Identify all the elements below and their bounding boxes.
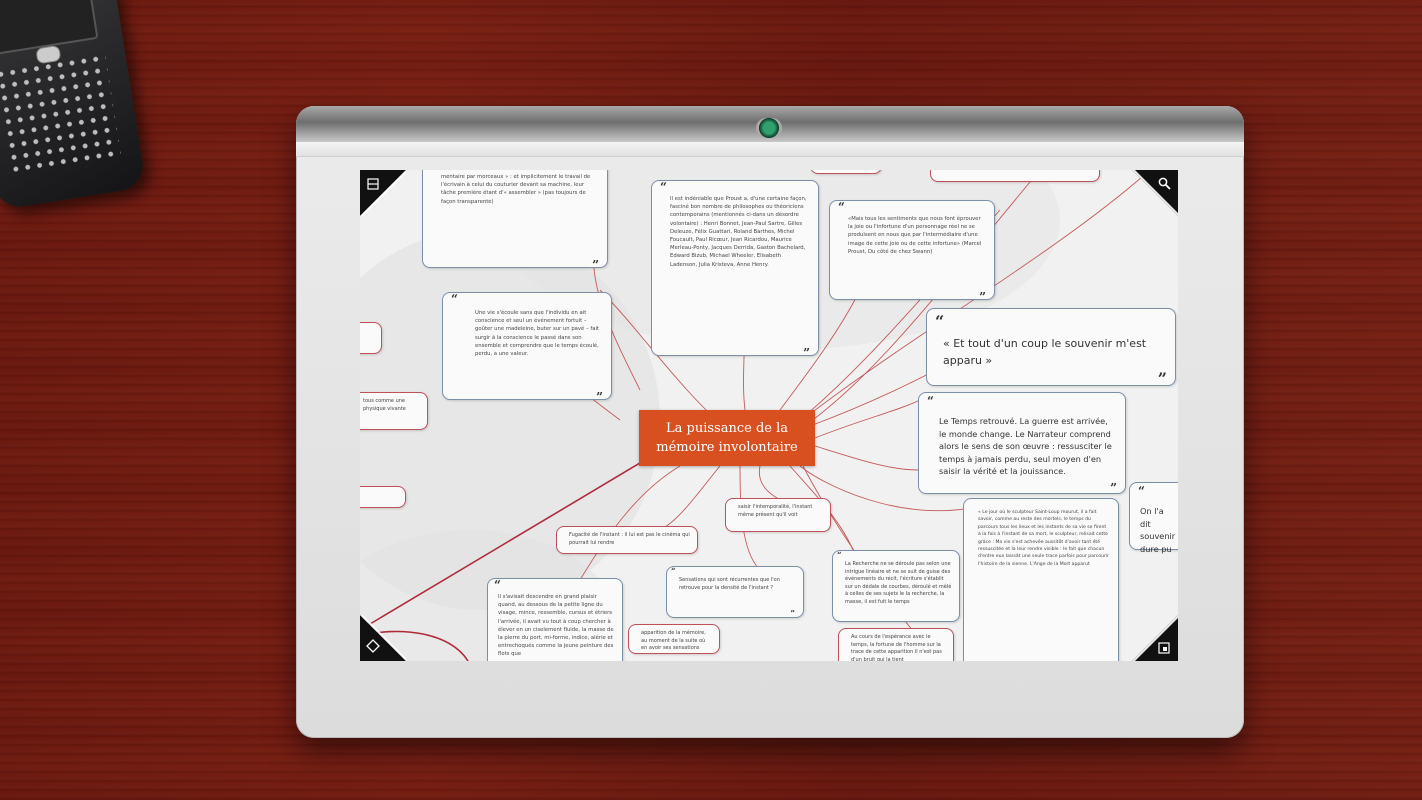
note-card-left-1[interactable]: tous comme une physique vivante bbox=[360, 392, 428, 430]
note-text: Sensations qui sont récurrentes que l'on… bbox=[679, 577, 780, 591]
panel-icon bbox=[367, 178, 379, 190]
note-card-sensations[interactable]: “ Sensations qui sont récurrentes que l'… bbox=[666, 566, 804, 618]
open-quote-icon: “ bbox=[1138, 484, 1145, 498]
note-card-typewriter[interactable]: mentaire par morceaux » : et impliciteme… bbox=[422, 170, 608, 272]
note-text: tous comme une physique vivante bbox=[363, 398, 406, 412]
central-topic-line2: mémoire involontaire bbox=[656, 440, 798, 455]
note-text: La Recherche ne se déroule pas selon une… bbox=[845, 561, 952, 605]
open-quote-icon: “ bbox=[451, 292, 458, 306]
close-quote-icon: ” bbox=[1157, 369, 1167, 388]
open-quote-icon: “ bbox=[927, 394, 934, 408]
note-card-left-2[interactable] bbox=[360, 322, 382, 354]
close-quote-icon: ” bbox=[592, 257, 599, 272]
note-card-top-right[interactable] bbox=[930, 170, 1100, 182]
note-text: «Mais tous les sentiments que nous font … bbox=[848, 216, 982, 255]
note-card-atemporalite[interactable]: saisir l'intemporalité, l'instant même p… bbox=[725, 498, 831, 532]
open-quote-icon: “ bbox=[935, 312, 945, 331]
note-text: Le Temps retrouvé. La guerre est arrivée… bbox=[939, 416, 1112, 477]
note-card-souvenir[interactable]: “ « Et tout d'un coup le souvenir m'est … bbox=[926, 308, 1176, 388]
note-text: Une vie s'écoule sans que l'individu en … bbox=[475, 310, 599, 358]
corner-panel-button[interactable] bbox=[360, 170, 406, 216]
open-quote-icon: “ bbox=[838, 200, 845, 214]
close-quote-icon: ” bbox=[790, 607, 795, 618]
central-topic-line1: La puissance de la bbox=[666, 421, 788, 436]
note-text: Fugacité de l'instant : il lui est pas l… bbox=[569, 532, 690, 546]
note-text: Il s'avisait descendre en grand plaisir … bbox=[498, 594, 614, 658]
note-text: saisir l'intemporalité, l'instant même p… bbox=[738, 504, 813, 518]
note-card-left-3[interactable] bbox=[360, 486, 406, 508]
open-quote-icon: “ bbox=[671, 566, 676, 576]
note-text: apparition de la mémoire, au moment de l… bbox=[641, 630, 706, 651]
tablet-bezel-top bbox=[296, 142, 1244, 157]
corner-page-button[interactable] bbox=[1132, 615, 1178, 661]
close-quote-icon: ” bbox=[1110, 481, 1117, 496]
note-text: « Et tout d'un coup le souvenir m'est ap… bbox=[943, 337, 1147, 367]
note-text: mentaire par morceaux » : et impliciteme… bbox=[441, 174, 591, 205]
open-quote-icon: “ bbox=[837, 550, 842, 560]
note-text: « Le jour où le sculpteur Saint-Loup mou… bbox=[978, 510, 1110, 567]
tablet-hinge bbox=[296, 106, 1244, 142]
phone-keyboard bbox=[0, 51, 122, 178]
smartphone bbox=[0, 0, 147, 211]
open-quote-icon: “ bbox=[494, 578, 501, 592]
search-icon bbox=[1158, 177, 1171, 190]
note-card-right-partial[interactable]: “ On l'a dit souvenir dure pu bbox=[1129, 482, 1178, 554]
note-text: Au cours de l'espérance avec le temps, l… bbox=[851, 634, 942, 661]
open-quote-icon: “ bbox=[660, 180, 667, 194]
note-card-top[interactable] bbox=[810, 170, 882, 174]
close-quote-icon: ” bbox=[596, 389, 603, 404]
note-card-temps-retrouve[interactable]: “ Le Temps retrouvé. La guerre est arriv… bbox=[918, 392, 1126, 496]
note-card-chateau[interactable]: “ Il s'avisait descendre en grand plaisi… bbox=[487, 578, 623, 661]
note-card-sentiments[interactable]: “ «Mais tous les sentiments que nous fon… bbox=[829, 200, 995, 304]
note-text: On l'a dit souvenir dure pu bbox=[1140, 506, 1176, 554]
note-card-esperance[interactable]: Au cours de l'espérance avec le temps, l… bbox=[838, 628, 954, 661]
navigate-icon bbox=[366, 639, 380, 653]
corner-navigate-button[interactable] bbox=[360, 615, 406, 661]
mindmap-canvas[interactable]: mentaire par morceaux » : et impliciteme… bbox=[360, 170, 1178, 661]
note-text: Il est indéniable que Proust a, d'une ce… bbox=[670, 196, 807, 268]
close-quote-icon: ” bbox=[803, 345, 810, 360]
note-card-recherche[interactable]: “ La Recherche ne se déroule pas selon u… bbox=[832, 550, 960, 622]
central-topic-node[interactable]: La puissance de la mémoire involontaire bbox=[639, 410, 815, 466]
note-card-madeleine[interactable]: “ Une vie s'écoule sans que l'individu e… bbox=[442, 292, 612, 404]
webcam-icon bbox=[756, 118, 782, 138]
close-quote-icon: ” bbox=[979, 289, 986, 304]
note-card-philosophers[interactable]: “ Il est indéniable que Proust a, d'une … bbox=[651, 180, 819, 360]
corner-search-button[interactable] bbox=[1132, 170, 1178, 216]
note-card-fugacite[interactable]: Fugacité de l'instant : il lui est pas l… bbox=[556, 526, 698, 554]
note-card-apparition[interactable]: apparition de la mémoire, au moment de l… bbox=[628, 624, 720, 654]
page-icon bbox=[1158, 642, 1170, 654]
note-card-saint-loup[interactable]: « Le jour où le sculpteur Saint-Loup mou… bbox=[963, 498, 1119, 661]
